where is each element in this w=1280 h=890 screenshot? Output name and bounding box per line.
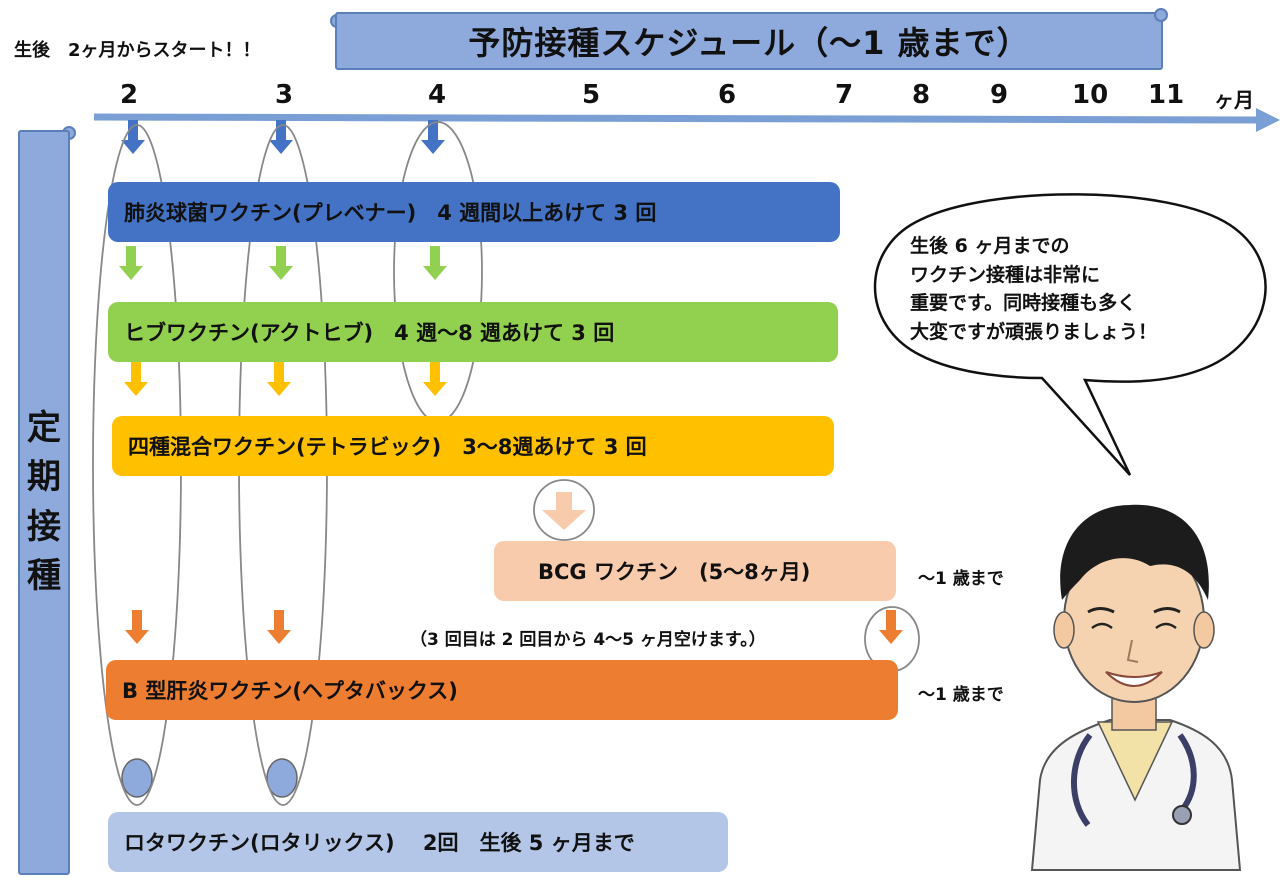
vaccine-bar-bcg: BCG ワクチン (5～8ヶ月) (494, 541, 896, 601)
vaccine-bar-dpt: 四種混合ワクチン(テトラビック) 3～8週あけて 3 回 (112, 416, 834, 476)
start-note: 生後 2ヶ月からスタート！！ (14, 40, 261, 61)
month-label-8: 8 (912, 80, 931, 110)
timeline-axis (93, 113, 1263, 124)
speech-line: 重要です。同時接種も多く (910, 292, 1137, 314)
month-label-7: 7 (835, 80, 854, 110)
vaccine-bar-pcv: 肺炎球菌ワクチン(プレベナー) 4 週間以上あけて 3 回 (108, 182, 840, 242)
rota-dose-oval-2m (121, 758, 153, 798)
hepb-until-note: ～1 歳まで (918, 685, 1004, 705)
month-label-3: 3 (275, 80, 294, 110)
dose-arrow-dpt-2m (124, 362, 148, 396)
speech-line: 生後 6 ヶ月までの (910, 235, 1070, 257)
timeline-arrowhead (1256, 108, 1280, 132)
month-label-2: 2 (120, 80, 139, 110)
vaccine-bar-hib: ヒブワクチン(アクトヒブ) 4 週～8 週あけて 3 回 (108, 302, 838, 362)
page-title: 予防接種スケジュール（～1 歳まで） (335, 12, 1163, 70)
routine-vaccination-banner: 定 期 接 種 (18, 130, 70, 875)
bcg-until-note: ～1 歳まで (918, 569, 1004, 589)
dose-arrow-pcv-4m (421, 120, 445, 154)
dose-arrow-hib-3m (269, 246, 293, 280)
vaccine-bar-hepb: B 型肝炎ワクチン(ヘプタバックス) (106, 660, 898, 720)
speech-line: ワクチン接種は非常に (910, 263, 1101, 286)
dose-arrow-dpt-4m (423, 362, 447, 396)
month-label-9: 9 (990, 80, 1009, 110)
month-label-4: 4 (428, 80, 447, 110)
vaccine-bar-rota: ロタワクチン(ロタリックス) 2回 生後 5 ヶ月まで (108, 812, 728, 872)
dose-arrow-hib-4m (423, 246, 447, 280)
dose-arrow-hepb-2m (125, 610, 149, 644)
dose-arrow-hib-2m (119, 246, 143, 280)
title-scroll-curl-right (1154, 8, 1168, 22)
hepb-third-dose-note: （3 回目は 2 回目から 4～5 ヶ月空けます。） (410, 630, 766, 650)
dose-arrow-hepb-3m (267, 610, 291, 644)
month-label-5: 5 (582, 80, 601, 110)
month-unit-label: ヶ月 (1214, 88, 1254, 112)
month-label-6: 6 (718, 80, 737, 110)
month-label-11: 11 (1148, 80, 1185, 110)
doctor-illustration (1030, 504, 1242, 871)
rota-dose-oval-3m (266, 758, 298, 798)
speech-bubble (873, 193, 1267, 476)
dose-arrow-dpt-3m (267, 362, 291, 396)
bcg-circle (533, 479, 595, 541)
dose-arrow-hepb-3rd (879, 610, 903, 644)
banner-char: 定 (27, 407, 61, 448)
speech-bubble-text: 生後 6 ヶ月までの ワクチン接種は非常に 重要です。同時接種も多く 大変ですが… (910, 232, 1230, 346)
dose-arrow-bcg (542, 492, 586, 530)
speech-line: 大変ですが頑張りましょう！ (910, 320, 1158, 343)
banner-char: 種 (27, 555, 61, 596)
banner-char: 期 (27, 457, 61, 498)
banner-char: 接 (27, 506, 61, 547)
month-label-10: 10 (1072, 80, 1109, 110)
